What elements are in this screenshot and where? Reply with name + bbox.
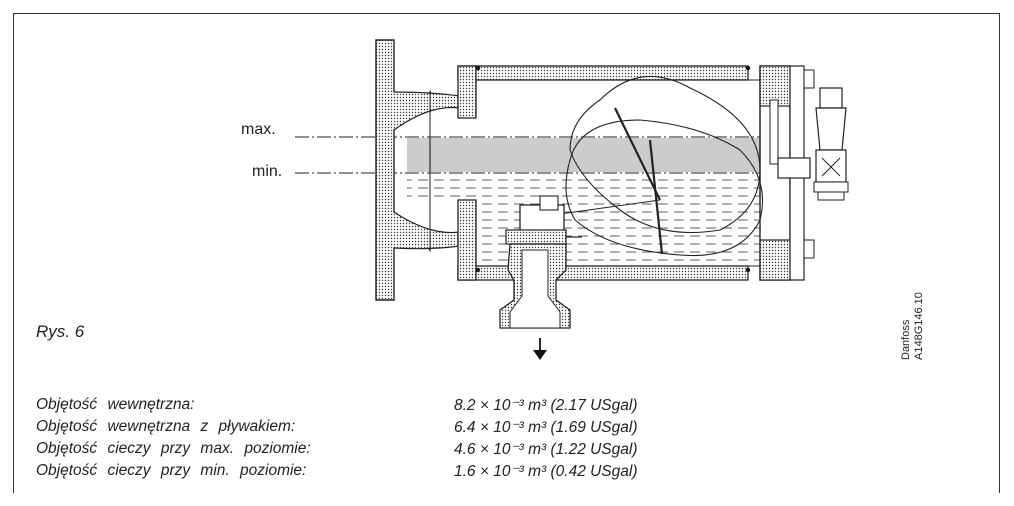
document-frame bbox=[13, 13, 1000, 493]
spec-label: Objętość cieczy przy min. poziomie: bbox=[36, 462, 307, 479]
figure-caption: Rys. 6 bbox=[36, 322, 85, 341]
spec-label: Objętość wewnętrzna z pływakiem: bbox=[36, 418, 296, 435]
spec-label: Objętość cieczy przy max. poziomie: bbox=[36, 440, 311, 457]
spec-value: 1.6 × 10⁻³ m³ (0.42 USgal) bbox=[454, 463, 638, 480]
spec-label: Objętość wewnętrzna: bbox=[36, 396, 195, 413]
float-upper bbox=[569, 76, 761, 234]
min-level-label: min. bbox=[252, 163, 283, 180]
float-lower bbox=[565, 119, 764, 257]
code-line1: Danfoss bbox=[900, 319, 912, 360]
spec-value: 8.2 × 10⁻³ m³ (2.17 USgal) bbox=[454, 397, 638, 414]
spec-value: 4.6 × 10⁻³ m³ (1.22 USgal) bbox=[454, 441, 638, 458]
code-line2: A148G146.10 bbox=[913, 292, 925, 360]
spec-value: 6.4 × 10⁻³ m³ (1.69 USgal) bbox=[454, 419, 638, 436]
drawing-code: Danfoss A148G146.10 bbox=[900, 292, 926, 360]
max-level-label: max. bbox=[241, 121, 276, 138]
